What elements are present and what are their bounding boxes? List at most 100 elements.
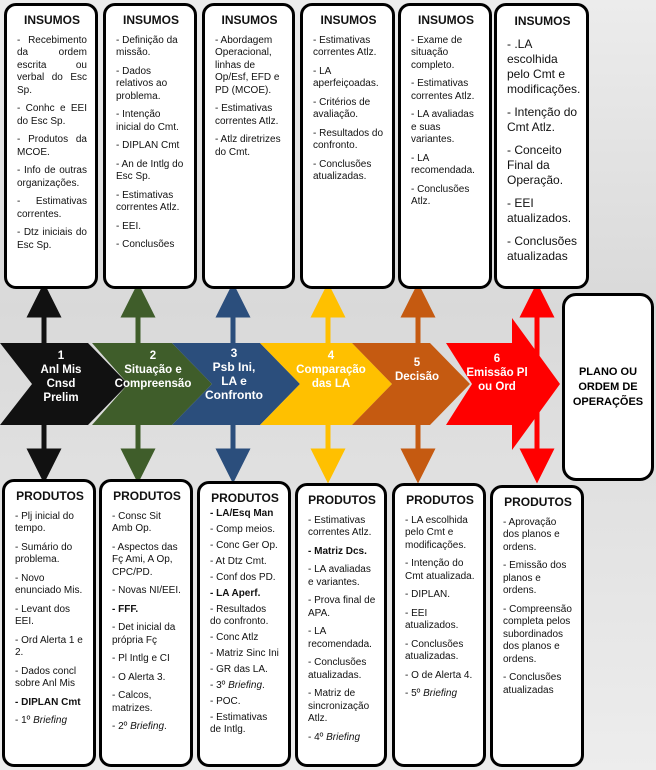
stage-label: Comparação das LA	[296, 364, 366, 390]
list-item: - EEI atualizados.	[507, 196, 572, 225]
inputs-box-2: INSUMOS - Definição da missão. - Dados r…	[103, 3, 197, 289]
list-item: - LA escolhida pelo Cmt e modificações.	[405, 514, 468, 551]
box-header: PRODUTOS	[16, 489, 84, 503]
list-item: - Estimativas correntes.	[17, 196, 87, 220]
list-item: - LA avaliadas e variantes.	[308, 564, 371, 588]
list-item: - LA Aperf.	[210, 588, 261, 599]
inputs-box-6: INSUMOS - .LA escolhida pelo Cmt e modif…	[494, 3, 589, 289]
list-item: - Conc Atlz	[210, 632, 259, 643]
chevron-5	[352, 343, 470, 425]
stage-number: 6	[493, 353, 501, 365]
list-item: - Compreensão completa pelos subordinado…	[503, 603, 572, 665]
outputs-box-4: PRODUTOS - Estimativas correntes Atlz. -…	[295, 483, 387, 767]
list-item: - Conc Ger Op.	[210, 540, 278, 551]
stage-number: 5	[413, 357, 421, 369]
list-item: - Estimativas correntes Atlz.	[411, 78, 475, 102]
list-item: - DIPLAN.	[405, 589, 451, 600]
list-item: - Abordagem Operacional, linhas de Op/Es…	[215, 34, 280, 96]
list-item: - POC.	[210, 696, 241, 707]
list-item: - Estimativas correntes Atlz.	[215, 103, 279, 127]
list-item: - Produtos da MCOE.	[17, 134, 87, 158]
list-item: - Dtz iniciais do Esc Sp.	[17, 227, 87, 251]
list-item: - 5º Briefing	[405, 688, 458, 699]
list-item: - Conhc e EEI do Esc Sp.	[17, 103, 87, 127]
list-item: - Recebimento da ordem escrita ou verbal…	[17, 34, 87, 96]
box-header: PRODUTOS	[211, 491, 279, 505]
briefing-word: Briefing	[130, 721, 165, 732]
stage-label: Psb Ini, LA e Confronto	[205, 360, 263, 402]
chevron-2	[92, 343, 212, 425]
list-item: - LA avaliadas e suas variantes.	[411, 109, 474, 145]
list-item: - Conclusões atualizadas	[507, 234, 578, 263]
stage-label: Decisão	[394, 371, 440, 383]
list-item: - Calcos, matrizes.	[112, 690, 153, 714]
list-item: - EEI.	[116, 220, 142, 232]
list-item: - Estimativas correntes Atlz.	[308, 514, 372, 539]
list-item: - Plj inicial do tempo.	[15, 510, 74, 535]
list-item: - Matriz de sincronização Atlz.	[308, 688, 370, 724]
list-item: - Novas NI/EEI.	[112, 585, 181, 596]
box-header: INSUMOS	[514, 14, 571, 28]
list-item: - Pl Intlg e CI	[112, 653, 170, 664]
list-item: - Matriz Dcs.	[308, 545, 367, 557]
list-item: - Comp meios.	[210, 524, 276, 535]
chevron-6	[446, 318, 560, 450]
list-item: - At Dtz Cmt.	[210, 556, 267, 567]
list-item: - Det inicial da própria Fç	[112, 622, 176, 646]
stage-number: 1	[57, 350, 65, 362]
list-item: - Levant dos EEI.	[15, 603, 71, 628]
list-item: - Estimativas correntes Atlz.	[313, 34, 377, 59]
chevron-3	[172, 343, 300, 425]
briefing-word: Briefing	[326, 731, 361, 743]
list-item: - Conclusões atualizadas	[503, 672, 562, 696]
list-item: - LA recomendada.	[308, 626, 372, 650]
box-header: INSUMOS	[320, 13, 377, 27]
list-item: - LA recomendada.	[411, 152, 475, 177]
stage-number: 4	[327, 350, 335, 362]
briefing-word: Briefing	[423, 688, 458, 699]
list-item: - Prova final de APA.	[308, 595, 376, 619]
outputs-box-3: PRODUTOS - LA/Esq Man - Comp meios. - Co…	[197, 481, 291, 767]
list-item: - Intenção do Cmt atualizada.	[405, 558, 475, 582]
box-header: INSUMOS	[122, 13, 179, 27]
list-item: - Atlz diretrizes do Cmt.	[215, 134, 281, 158]
list-item: - Intenção do Cmt Atlz.	[507, 105, 578, 134]
box-header: INSUMOS	[23, 13, 80, 27]
list-item: - Conclusões	[116, 239, 175, 250]
list-item: - Consc Sit Amb Op.	[112, 510, 161, 535]
list-item: - O Alerta 3.	[112, 671, 166, 683]
box-header: PRODUTOS	[113, 489, 181, 503]
list-item: - Aspectos das Fç Ami, A Op, CPC/PD.	[112, 541, 178, 578]
list-item: - 1º Briefing	[15, 715, 68, 726]
list-item: - DIPLAN Cmt	[116, 140, 180, 151]
stage-number: 2	[149, 350, 157, 362]
outputs-box-5: PRODUTOS - LA escolhida pelo Cmt e modif…	[392, 483, 486, 767]
list-item: - 2º Briefing.	[112, 721, 167, 732]
list-item: - Conclusões atualizadas.	[405, 638, 464, 663]
stage-label: Situação e Compreensão	[114, 364, 192, 390]
list-item: - An de Intlg do Esc Sp.	[116, 158, 184, 183]
list-item: - Conclusões atualizadas.	[313, 158, 372, 183]
list-item: - GR das LA.	[210, 664, 268, 675]
list-item: - Definição da missão.	[116, 34, 178, 59]
list-item: - Conf dos PD.	[210, 572, 276, 583]
outputs-box-6: PRODUTOS - Aprovação dos planos e ordens…	[490, 485, 584, 767]
box-header: INSUMOS	[417, 13, 474, 27]
stage-label: Emissão Pl ou Ord	[466, 367, 528, 393]
briefing-word: Briefing	[228, 680, 263, 691]
list-item: - 3º Briefing.	[210, 680, 265, 691]
list-item: - Intenção inicial do Cmt.	[116, 109, 179, 133]
list-item: - Estimativas correntes Atlz.	[116, 189, 180, 214]
inputs-box-3: INSUMOS - Abordagem Operacional, linhas …	[202, 3, 295, 289]
stage-label: Anl Mis Cnsd Prelim	[40, 364, 82, 404]
box-header: INSUMOS	[221, 13, 278, 27]
outputs-box-1: PRODUTOS - Plj inicial do tempo. - Sumár…	[2, 479, 96, 767]
chevron-4	[260, 343, 392, 425]
